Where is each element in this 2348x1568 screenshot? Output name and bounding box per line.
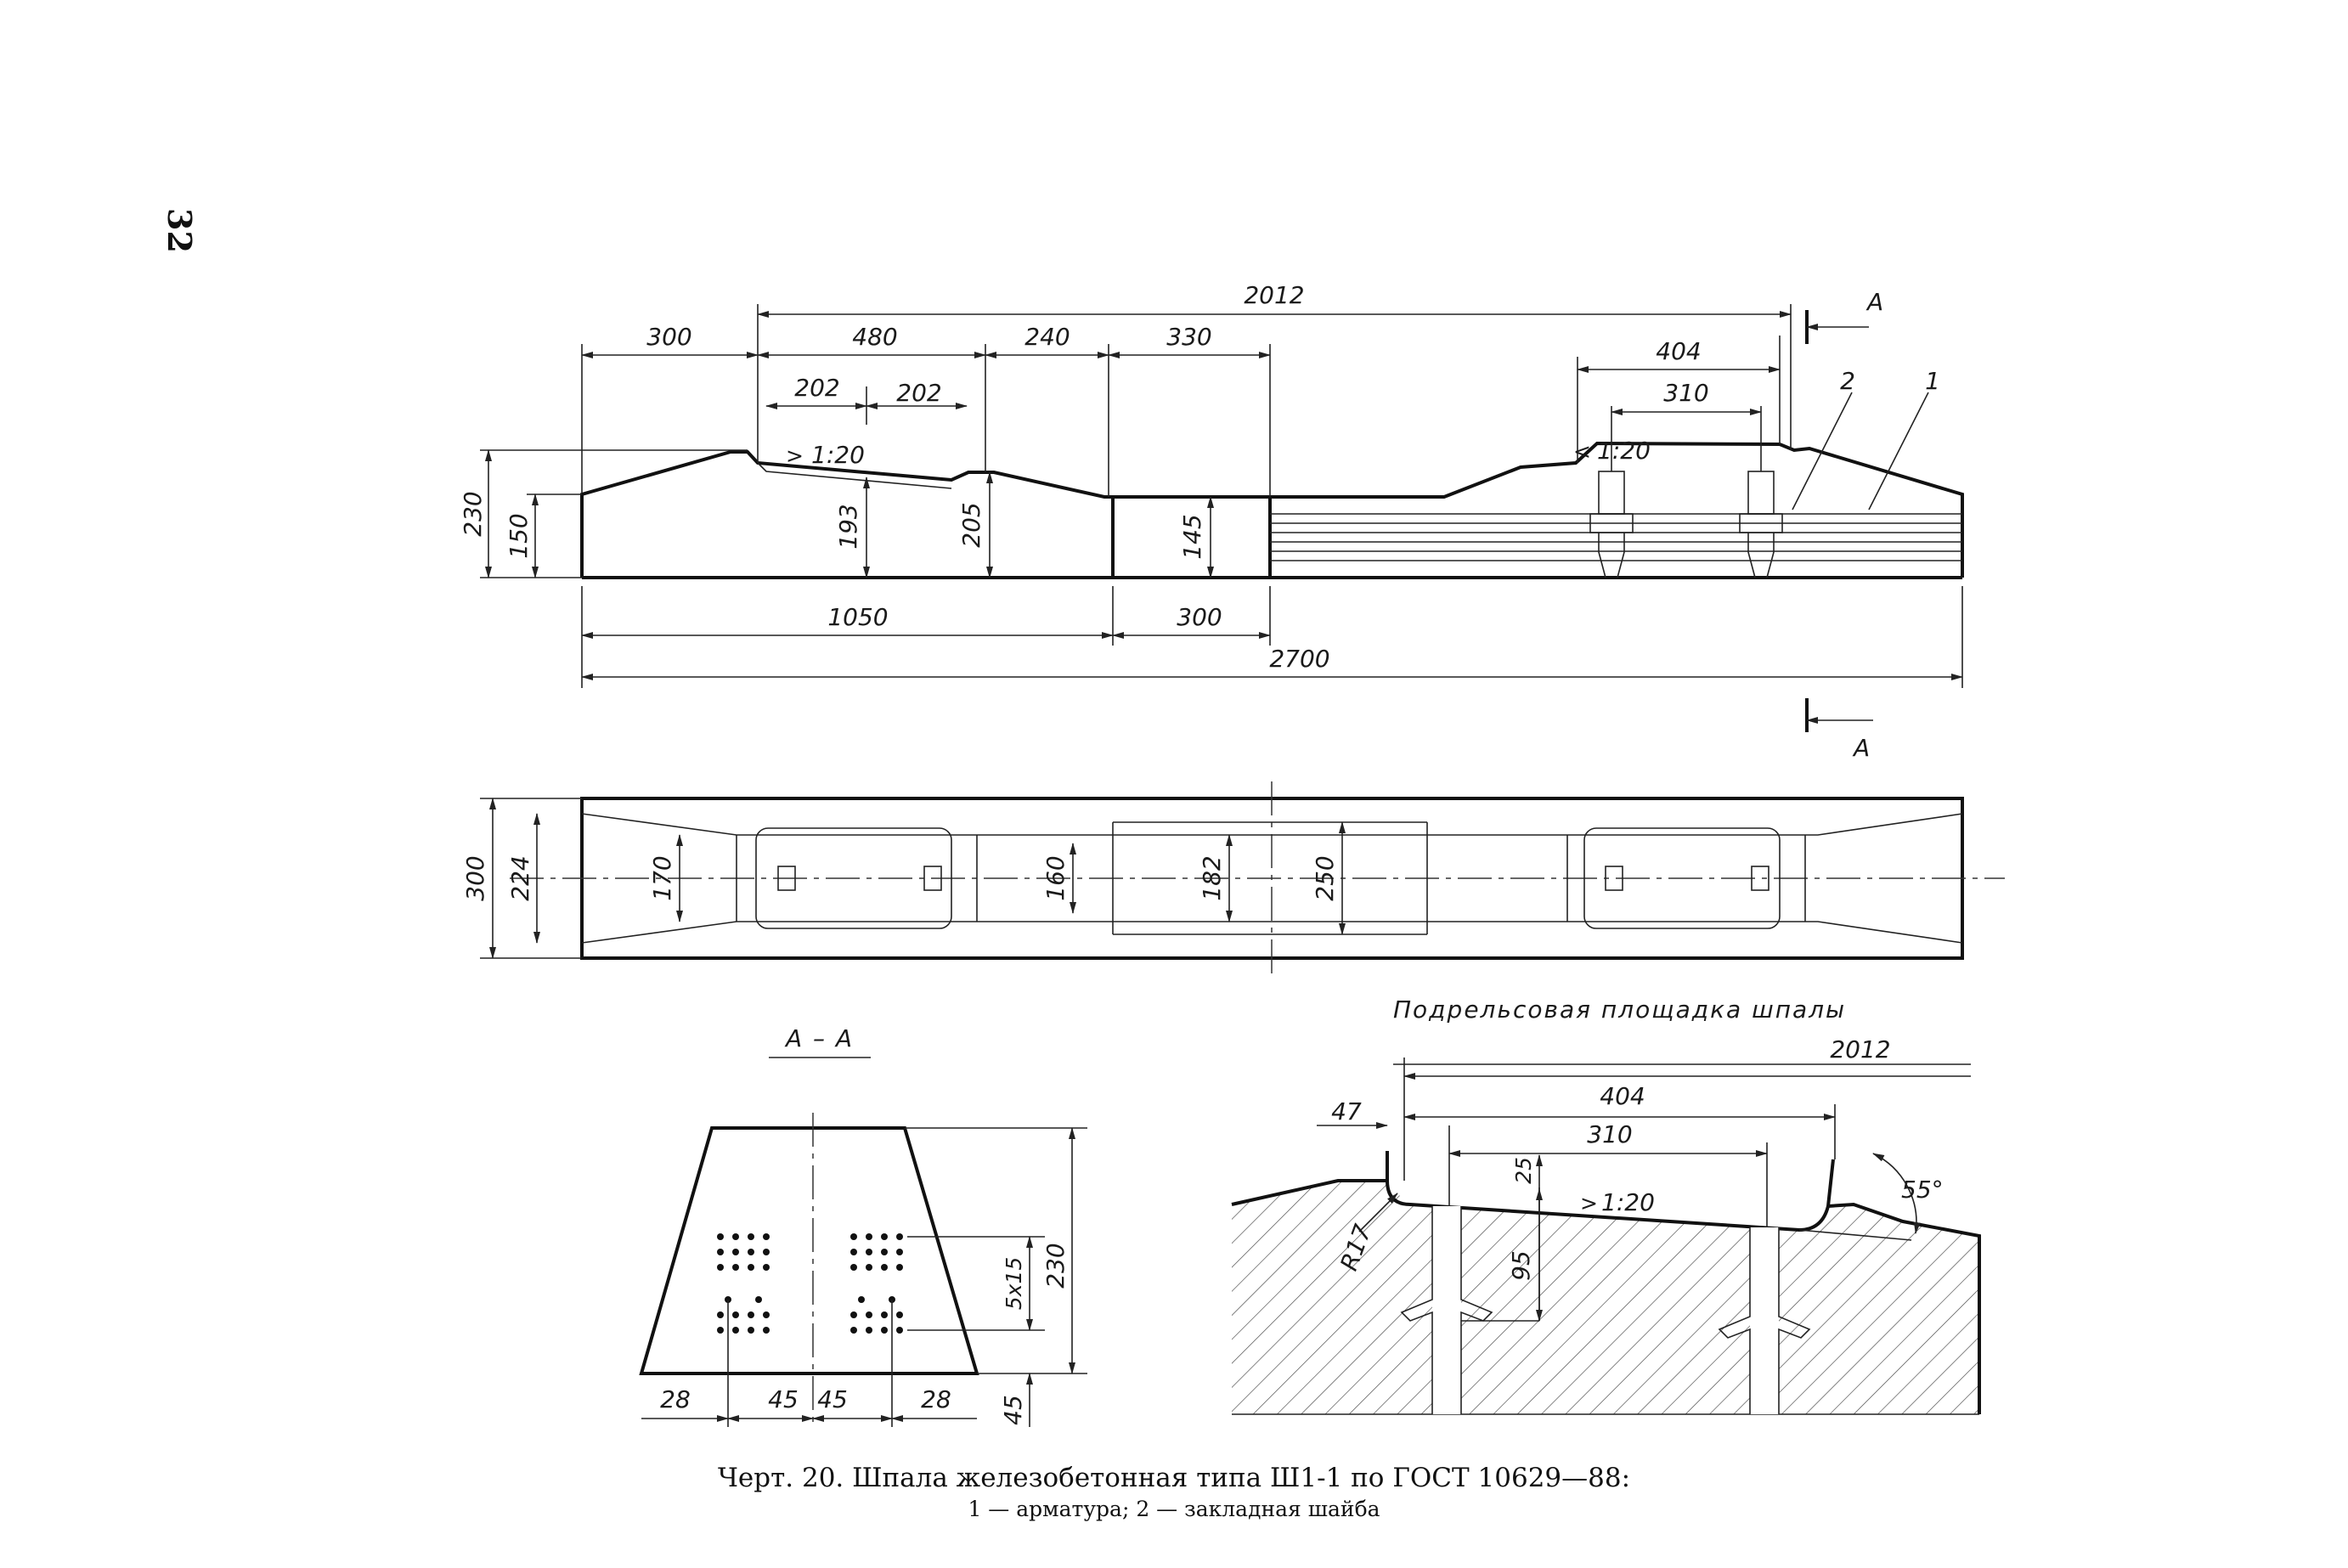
dim-404-detail: 404	[1600, 1082, 1645, 1110]
dim-5x15: 5x15	[1002, 1257, 1026, 1311]
embedded-washer-left	[1589, 471, 1634, 578]
dim-2012: 2012	[1244, 281, 1304, 309]
dim-230-section: 230	[1041, 1243, 1070, 1288]
concrete-hatch	[1232, 1181, 1979, 1414]
rebar-dots-right	[850, 1233, 903, 1334]
dim-45-right: 45	[817, 1385, 848, 1413]
dim-202-left: 202	[794, 374, 839, 402]
slope-mark-right: <	[1573, 439, 1591, 464]
item-label-2: 2	[1840, 367, 1855, 395]
dim-angle-55: 55°	[1901, 1176, 1944, 1204]
dim-1050: 1050	[827, 603, 888, 631]
dim-310-detail: 310	[1587, 1120, 1632, 1148]
dim-170: 170	[648, 855, 676, 900]
dim-300-plan: 300	[461, 855, 489, 900]
reinforcement-lines	[1270, 513, 1962, 561]
detail-title: Подрельсовая площадка шпалы	[1393, 996, 1846, 1024]
item-label-1: 1	[1925, 367, 1940, 395]
dim-404: 404	[1656, 337, 1701, 365]
dim-47: 47	[1331, 1097, 1362, 1125]
dim-240: 240	[1024, 323, 1070, 351]
rail-seat-detail: Подрельсовая площадка шпалы	[1231, 996, 1981, 1415]
dim-160: 160	[1041, 855, 1070, 900]
bolt-channel-right	[1718, 1227, 1811, 1414]
dim-230-elev: 230	[459, 491, 487, 536]
dim-182: 182	[1198, 855, 1226, 900]
slope-detail: 1:20	[1601, 1188, 1655, 1216]
dim-224: 224	[506, 855, 534, 900]
slope-right: 1:20	[1597, 437, 1651, 465]
dim-300-bottom: 300	[1177, 603, 1222, 631]
dim-2012-detail: 2012	[1830, 1035, 1890, 1063]
dim-28-right: 28	[921, 1385, 951, 1413]
slope-mark-detail: >	[1580, 1191, 1598, 1215]
dim-202-right: 202	[896, 379, 941, 407]
dim-45-left: 45	[768, 1385, 799, 1413]
elevation-view: 2012 300 480 240 330 404 310 202 202 1:2…	[459, 281, 1964, 762]
dim-25: 25	[1511, 1157, 1536, 1184]
section-aa-title: А – А	[784, 1024, 854, 1052]
slope-mark-left: >	[786, 443, 804, 468]
dim-205: 205	[957, 502, 985, 547]
dim-480: 480	[852, 323, 897, 351]
rebar-dots-left	[717, 1233, 770, 1334]
figure-legend: 1 — арматура; 2 — закладная шайба	[968, 1497, 1380, 1521]
plan-view: 300 224 170 160 182 250	[461, 781, 2005, 975]
dim-250: 250	[1311, 855, 1339, 900]
section-letter-bottom: А	[1852, 734, 1870, 762]
dim-95: 95	[1507, 1250, 1535, 1281]
dim-28-left: 28	[660, 1385, 691, 1413]
dim-193: 193	[834, 504, 862, 549]
embedded-washer-right	[1739, 471, 1783, 578]
bolt-channel-left	[1400, 1206, 1493, 1414]
dim-300-top: 300	[646, 323, 691, 351]
section-mark-top: А	[1805, 288, 1883, 344]
dim-330: 330	[1166, 323, 1211, 351]
page-number: 32	[161, 208, 199, 253]
figure-caption: Черт. 20. Шпала железобетонная типа Ш1-1…	[717, 1463, 1631, 1493]
section-mark-bottom: А	[1805, 698, 1873, 762]
dim-145: 145	[1178, 514, 1206, 559]
dim-2700: 2700	[1269, 645, 1329, 673]
slope-left: 1:20	[811, 441, 865, 469]
section-aa: А – А	[639, 1024, 1087, 1427]
section-letter-top: А	[1865, 288, 1883, 316]
dim-150: 150	[505, 513, 533, 558]
dim-45-vertical: 45	[999, 1395, 1027, 1425]
dim-310: 310	[1663, 379, 1708, 407]
